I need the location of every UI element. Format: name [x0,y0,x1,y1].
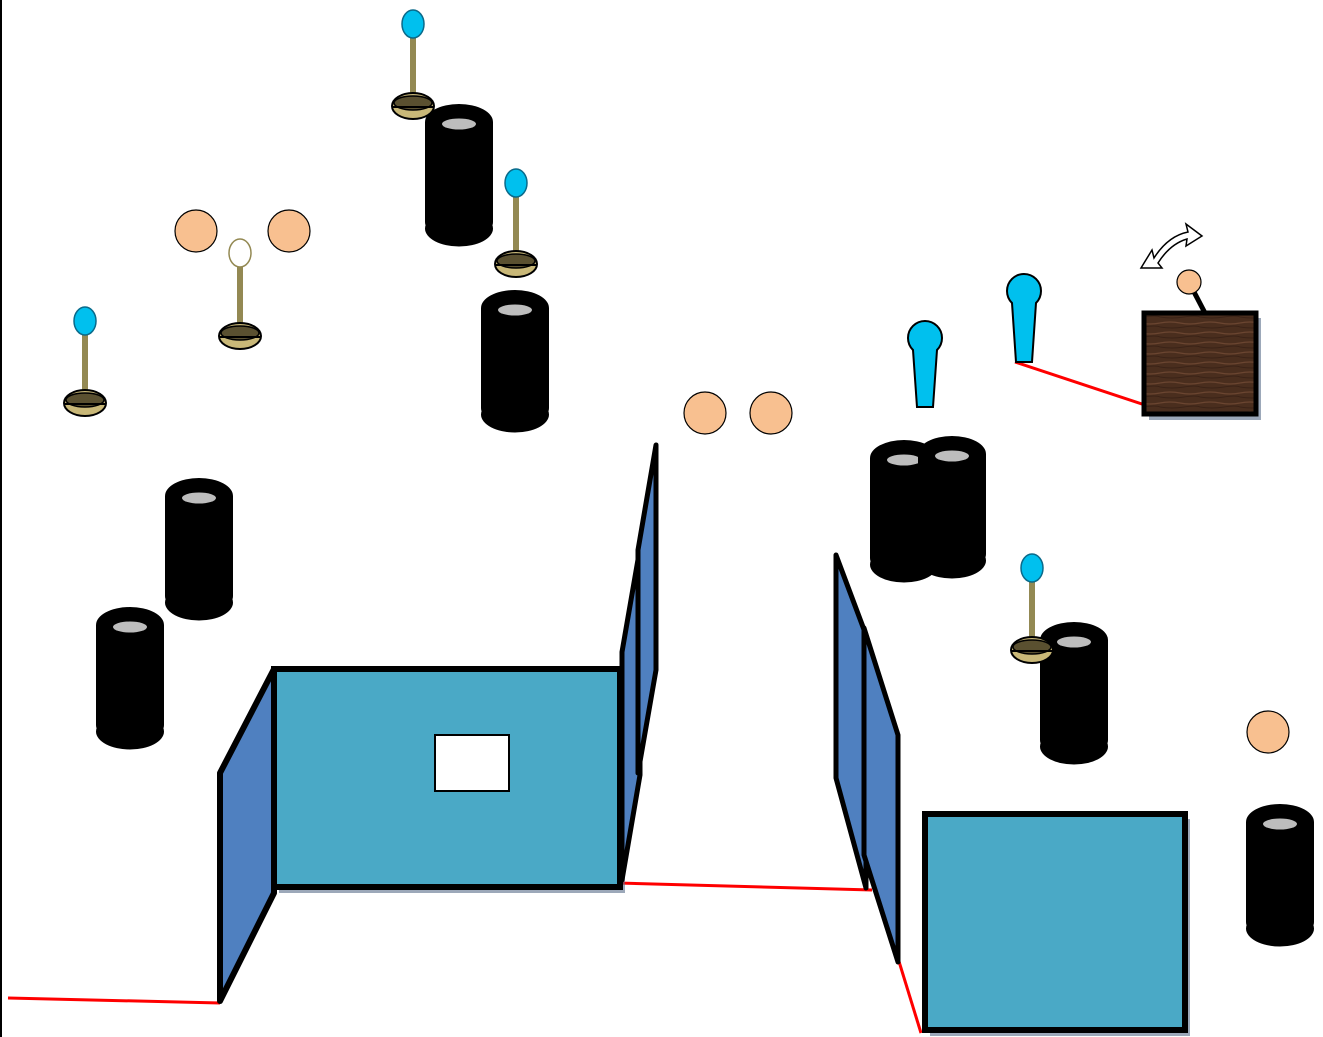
crate-icon [1141,310,1259,417]
wall-structure-right [833,552,1190,1036]
wall-panel-square [922,811,1188,1033]
barrel-stack-icon [165,478,233,621]
boundary-lines [7,360,1146,1034]
barrel-stacks [96,104,1314,947]
paddle-target-icon [907,319,943,408]
paddle-target-icon [1006,272,1042,363]
barrel-stack-icon [918,436,986,579]
person-icon [749,391,793,435]
barrel-stack-icon [481,290,549,433]
pop-up-targets [63,9,1054,664]
swing-arrow-icon [1139,222,1204,269]
person-icon [267,209,311,253]
barrel-stack-icon [425,104,493,247]
person-icon [1246,710,1290,754]
boundary-line-right [895,954,923,1034]
pop-up-target-icon [1010,553,1054,664]
barrel-stack-icon [1246,804,1314,947]
pop-up-target-icon [494,168,538,278]
boundary-line-left [7,996,221,1005]
crate-group [1139,222,1261,420]
paddle-targets [907,272,1042,408]
page-border-left [0,0,2,1037]
person-icon [1176,269,1202,295]
wall-structure-left [217,442,659,1004]
barrel-stack-icon [1040,622,1108,765]
wall-panel-far-right [635,442,659,776]
pop-up-target-icon [63,306,107,417]
boundary-line-center [617,881,873,892]
wall-window [434,734,510,792]
pop-up-target-icon [218,238,262,350]
person-icon [683,391,727,435]
wall-panel-angled-back [833,552,869,891]
person-icon [174,209,218,253]
barrel-stack-icon [96,607,164,750]
wall-panel-left-side [217,666,277,1004]
persons [174,209,1290,754]
wall-panel-angled-front [861,625,901,965]
boundary-line-crate [1014,360,1146,407]
pop-up-target-icon [391,9,435,120]
